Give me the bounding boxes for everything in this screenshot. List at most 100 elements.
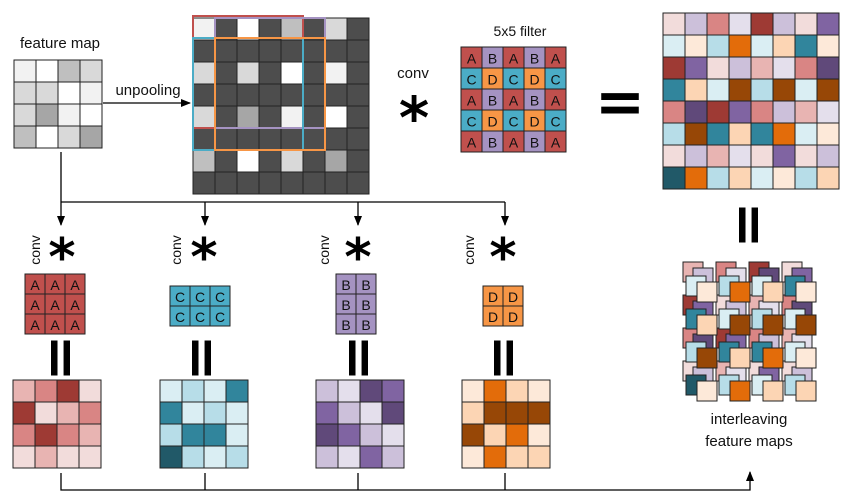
unpooled-cell bbox=[192, 39, 216, 63]
output-map-cell bbox=[527, 379, 551, 403]
filter-cell-letter: C bbox=[466, 72, 476, 88]
filter-cell-letter: A bbox=[551, 135, 561, 151]
filter-cell-letter: A bbox=[551, 93, 561, 109]
equals-a: = bbox=[29, 335, 94, 382]
result-cell bbox=[772, 78, 796, 102]
filter-cell-letter: B bbox=[488, 51, 497, 67]
interleaved-cell bbox=[795, 281, 817, 303]
unpooled-cell bbox=[346, 149, 370, 173]
unpooled-cell bbox=[192, 17, 216, 41]
output-map-cell bbox=[483, 379, 507, 403]
output-map-cell bbox=[381, 379, 405, 403]
output-map-cell bbox=[505, 401, 529, 425]
interleaved-cell bbox=[795, 314, 817, 336]
result-cell bbox=[728, 100, 752, 124]
sub-filter-letter: B bbox=[341, 297, 350, 313]
result-cell bbox=[772, 166, 796, 190]
unpooled-cell bbox=[214, 127, 238, 151]
sub-filter-letter: B bbox=[361, 277, 370, 293]
result-cell bbox=[728, 56, 752, 80]
unpooled-cell bbox=[236, 83, 260, 107]
interleaved-cell bbox=[729, 380, 751, 402]
output-map-cell bbox=[359, 445, 383, 469]
unpooled-cell bbox=[280, 17, 304, 41]
output-map-cell bbox=[381, 401, 405, 425]
output-map-cell bbox=[483, 445, 507, 469]
output-map-cell bbox=[34, 445, 58, 469]
filter-size-label: 5x5 filter bbox=[494, 23, 547, 39]
unpooled-cell bbox=[214, 149, 238, 173]
result-cell bbox=[684, 12, 708, 36]
output-map-d bbox=[461, 379, 551, 469]
result-cell bbox=[662, 78, 686, 102]
unpooled-cell bbox=[346, 83, 370, 107]
output-map-cell bbox=[56, 379, 80, 403]
result-cell bbox=[706, 12, 730, 36]
equals-main: = bbox=[595, 67, 645, 137]
result-cell bbox=[728, 34, 752, 58]
result-cell bbox=[816, 78, 840, 102]
result-cell bbox=[662, 56, 686, 80]
output-map-cell bbox=[12, 401, 36, 425]
output-map-cell bbox=[315, 401, 339, 425]
filter-cell-letter: B bbox=[530, 93, 539, 109]
output-map-cell bbox=[181, 445, 205, 469]
filter-cell-letter: C bbox=[550, 72, 560, 88]
filter-cell-letter: C bbox=[550, 114, 560, 130]
sub-filter-letter: A bbox=[70, 277, 80, 293]
output-map-c bbox=[159, 379, 249, 469]
output-map-cell bbox=[78, 401, 102, 425]
unpooled-cell bbox=[214, 17, 238, 41]
filter-cell-letter: A bbox=[509, 51, 519, 67]
output-map-b bbox=[315, 379, 405, 469]
result-cell bbox=[794, 12, 818, 36]
sub-filter-letter: A bbox=[50, 297, 60, 313]
result-cell bbox=[772, 122, 796, 146]
interleaved-cell bbox=[729, 314, 751, 336]
unpooled-cell bbox=[302, 105, 326, 129]
conv-label-main: conv bbox=[397, 65, 429, 82]
output-map-cell bbox=[56, 423, 80, 447]
interleaved-maps bbox=[682, 261, 817, 402]
sub-filter-letter: B bbox=[341, 317, 350, 333]
interleaved-cell bbox=[696, 314, 718, 336]
filter-cell-letter: A bbox=[467, 93, 477, 109]
output-map-cell bbox=[527, 445, 551, 469]
output-map-cell bbox=[337, 379, 361, 403]
result-cell bbox=[816, 100, 840, 124]
output-map-cell bbox=[12, 423, 36, 447]
output-map-cell bbox=[483, 401, 507, 425]
unpooled-cell bbox=[214, 83, 238, 107]
feature-map-cell bbox=[13, 125, 37, 149]
sub-filter-letter: C bbox=[195, 289, 205, 305]
output-map-cell bbox=[225, 445, 249, 469]
result-cell bbox=[772, 34, 796, 58]
result-cell bbox=[662, 144, 686, 168]
output-map-cell bbox=[34, 423, 58, 447]
unpooled-cell bbox=[302, 127, 326, 151]
feature-map-label: feature map bbox=[20, 35, 100, 52]
unpooled-cell bbox=[192, 171, 216, 195]
unpooled-map-grid bbox=[192, 15, 370, 195]
unpooled-cell bbox=[280, 127, 304, 151]
filter-cell-letter: C bbox=[508, 72, 518, 88]
result-cell bbox=[794, 122, 818, 146]
result-cell bbox=[794, 100, 818, 124]
feature-map-cell bbox=[13, 59, 37, 83]
output-map-cell bbox=[461, 401, 485, 425]
unpooled-cell bbox=[280, 61, 304, 85]
unpooled-cell bbox=[302, 17, 326, 41]
output-map-cell bbox=[78, 379, 102, 403]
result-cell bbox=[750, 122, 774, 146]
interleaving-label-line1: interleaving bbox=[711, 411, 788, 428]
unpooled-cell bbox=[192, 149, 216, 173]
unpooled-cell bbox=[346, 127, 370, 151]
unpooled-cell bbox=[192, 105, 216, 129]
unpooling-label: unpooling bbox=[115, 82, 180, 99]
interleaved-cell bbox=[795, 380, 817, 402]
result-cell bbox=[706, 34, 730, 58]
output-map-cell bbox=[337, 401, 361, 425]
